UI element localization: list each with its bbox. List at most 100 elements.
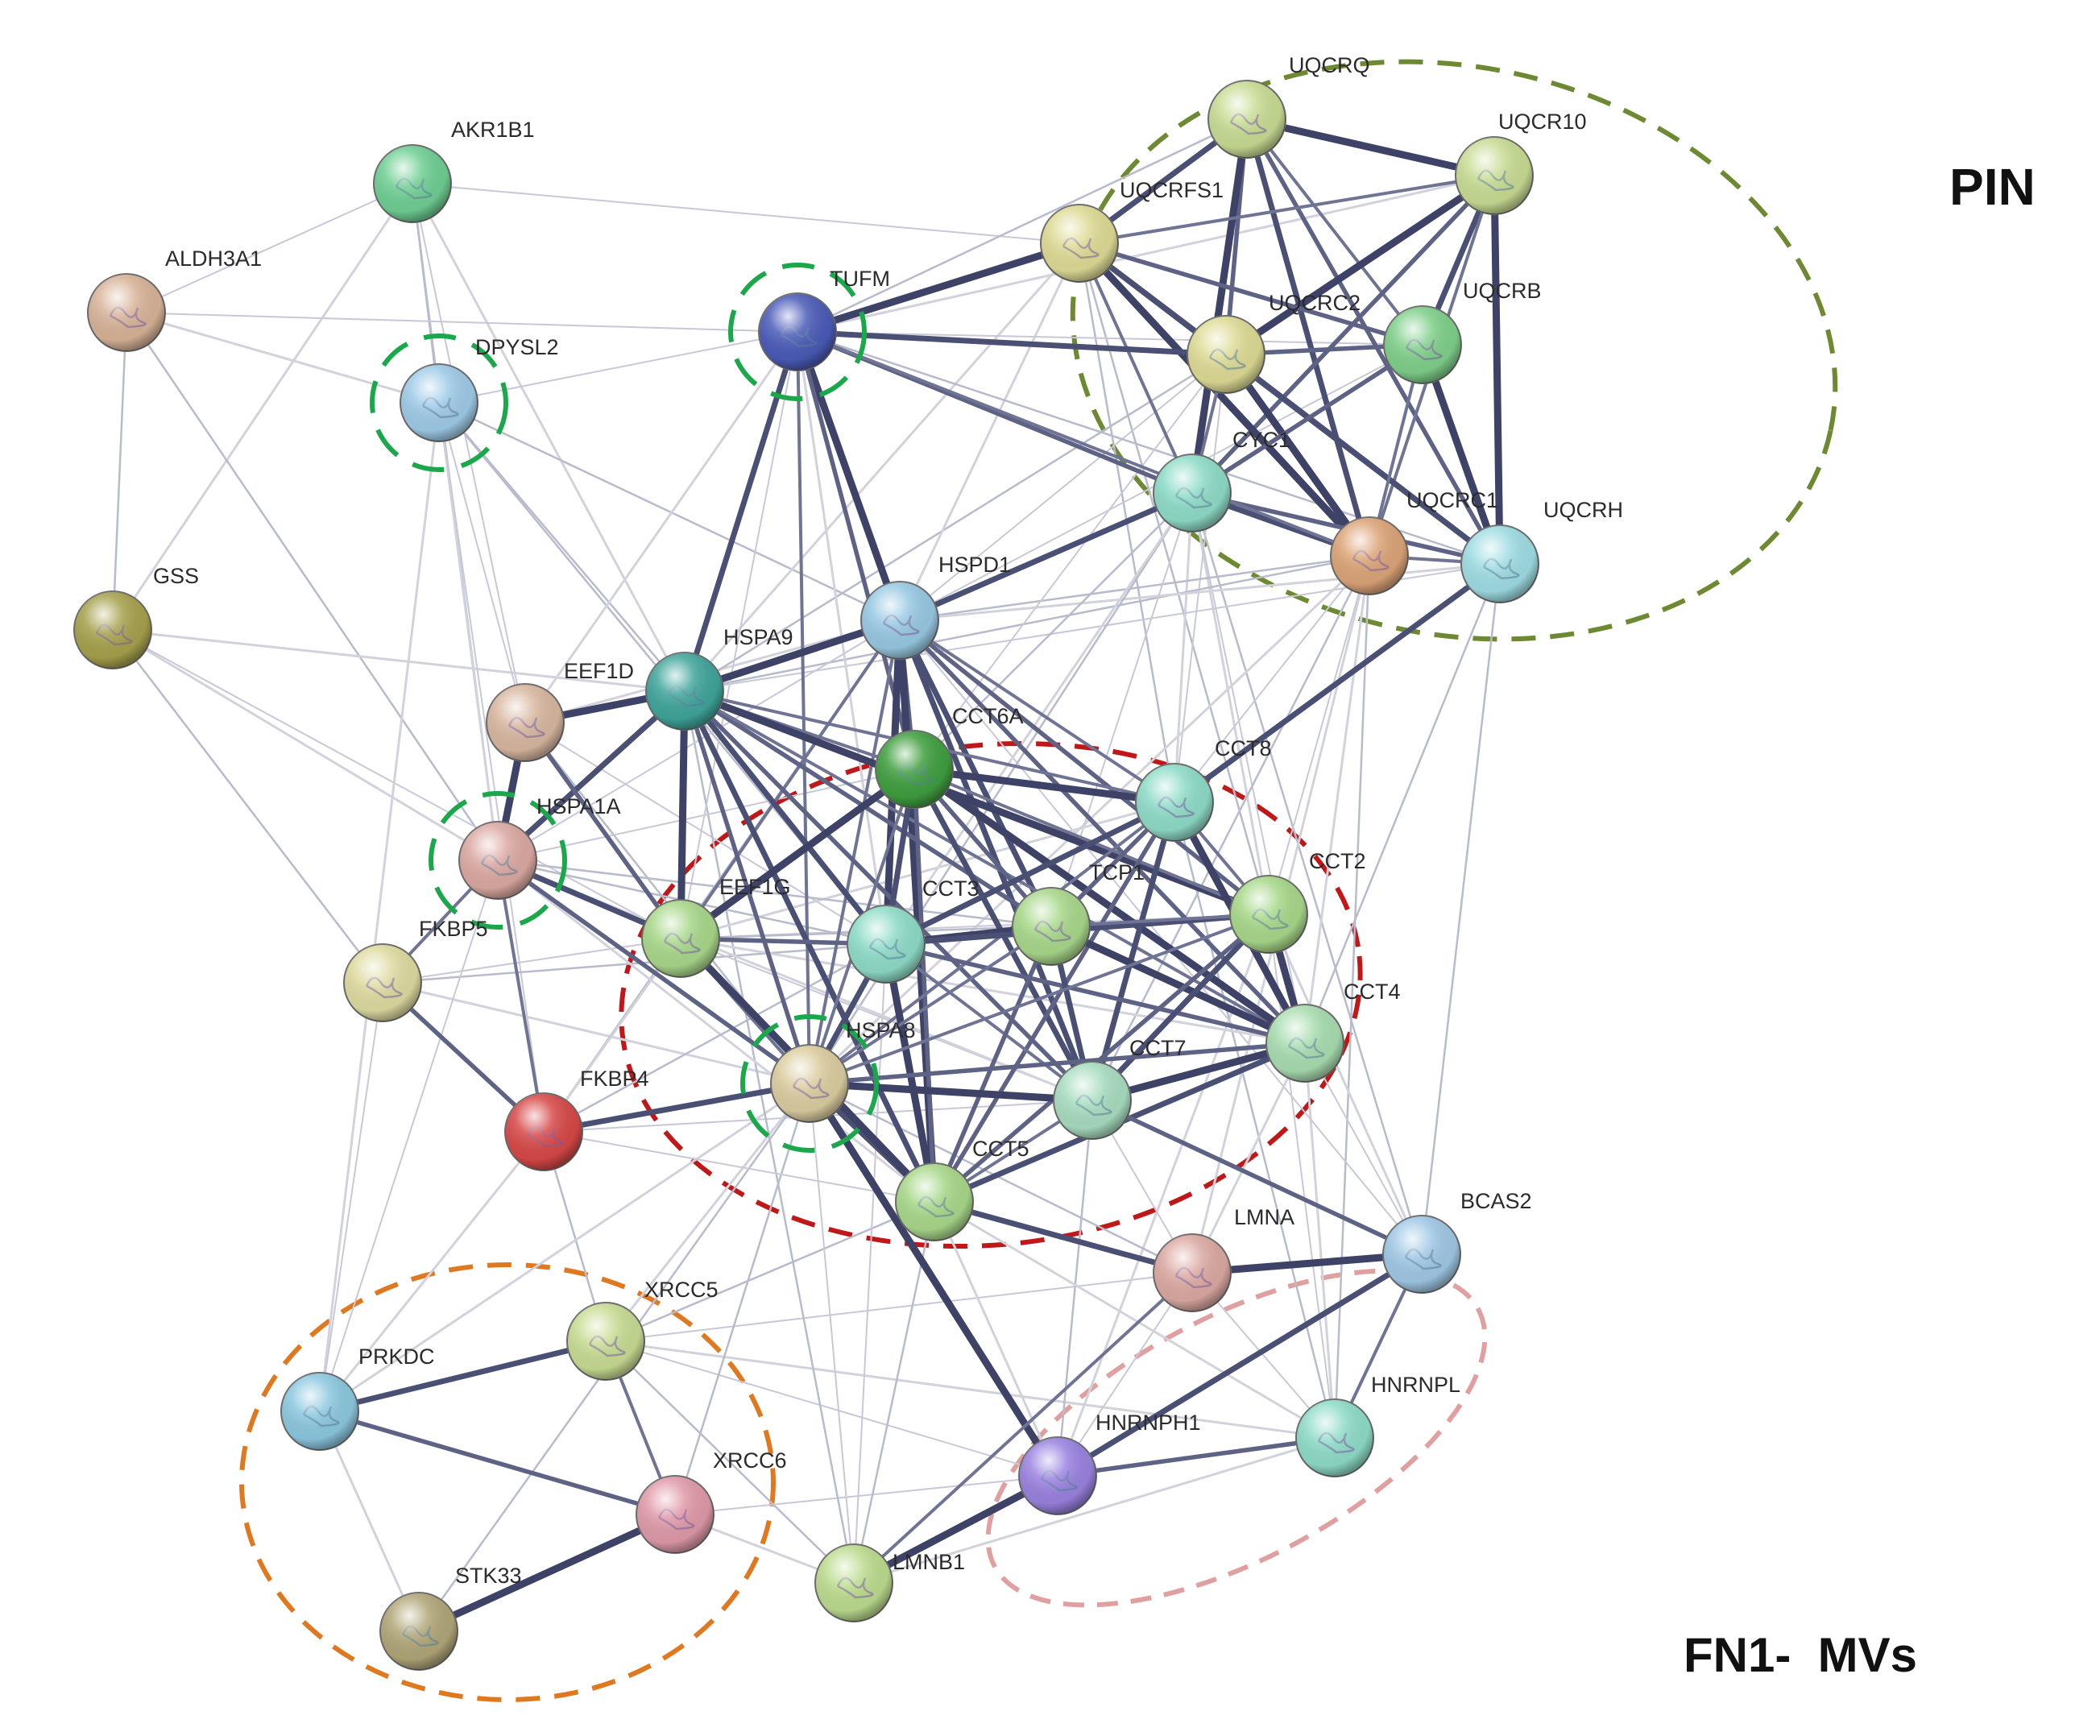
- node-fkbp4[interactable]: FKBP4: [504, 1067, 649, 1171]
- node-uqcr10[interactable]: UQCR10: [1455, 110, 1587, 215]
- weak-edge-aldh3a1-dpysl2: [125, 311, 441, 404]
- weak-edge-xrcc5-lmna: [605, 1272, 1193, 1342]
- weak-edge-lmnb1-hspa9: [683, 690, 855, 1585]
- node-label: HNRNPH1: [1096, 1411, 1201, 1435]
- node-cct2[interactable]: CCT2: [1229, 849, 1366, 954]
- weak-edge-xrcc5-hnrnph1: [605, 1340, 1058, 1477]
- node-uqcrfs1[interactable]: UQCRFS1: [1040, 178, 1224, 283]
- node-cct8[interactable]: CCT8: [1135, 736, 1272, 842]
- edge-cct6a-cct5: [912, 767, 937, 1204]
- node-aldh3a1[interactable]: ALDH3A1: [87, 247, 262, 352]
- node-tufm[interactable]: TUFM: [758, 267, 890, 371]
- node-gloss: [815, 1544, 893, 1622]
- node-cct3[interactable]: CCT3: [847, 876, 980, 984]
- node-gloss: [876, 731, 953, 808]
- node-uqcrb[interactable]: UQCRB: [1383, 279, 1542, 384]
- node-hspd1[interactable]: HSPD1: [860, 553, 1011, 660]
- weak-edge-gss-eef1g: [112, 629, 681, 939]
- node-lmna[interactable]: LMNA: [1153, 1205, 1294, 1312]
- node-gloss: [1461, 525, 1539, 603]
- weak-edge-cct8-cyc1: [1173, 491, 1194, 804]
- node-hnrnpl[interactable]: HNRNPL: [1295, 1373, 1460, 1477]
- node-gss[interactable]: GSS: [73, 564, 199, 669]
- node-cct5[interactable]: CCT5: [895, 1137, 1029, 1241]
- weak-edge-tufm-eef1g: [680, 331, 798, 939]
- node-label: FKBP5: [419, 917, 488, 941]
- edge-uqcr10-cyc1: [1190, 173, 1497, 495]
- node-eef1g[interactable]: EEF1G: [641, 875, 791, 978]
- weak-edge-cct2-cyc1: [1191, 491, 1270, 916]
- node-bcas2[interactable]: BCAS2: [1382, 1189, 1532, 1294]
- weak-edge-hnrnph1-lmna: [1057, 1272, 1193, 1477]
- edge-hspd1-cct8: [898, 619, 1176, 804]
- node-label: XRCC5: [644, 1278, 719, 1302]
- node-eef1d[interactable]: EEF1D: [486, 659, 634, 762]
- node-stk33[interactable]: STK33: [379, 1564, 522, 1671]
- node-label: CCT5: [972, 1137, 1029, 1161]
- weak-edge-cct2-uqcrc1: [1268, 555, 1370, 915]
- weak-edge-cct6a-uqcrc2: [913, 354, 1227, 770]
- node-uqcrq[interactable]: UQCRQ: [1207, 53, 1370, 159]
- node-hspa9[interactable]: HSPA9: [645, 625, 793, 731]
- node-hnrnph1[interactable]: HNRNPH1: [1018, 1411, 1201, 1515]
- weak-edge-lmna-cct4: [1191, 1042, 1307, 1274]
- node-hspa8[interactable]: HSPA8: [770, 1018, 916, 1123]
- edge-uqcr10-uqcrh: [1490, 172, 1504, 568]
- node-prkdc[interactable]: PRKDC: [280, 1344, 435, 1451]
- node-gloss: [771, 1045, 848, 1122]
- node-uqcrh[interactable]: UQCRH: [1460, 498, 1623, 603]
- node-uqcrc2[interactable]: UQCRC2: [1187, 291, 1361, 394]
- node-label: HSPD1: [938, 553, 1011, 577]
- node-label: CCT7: [1129, 1036, 1187, 1060]
- node-gloss: [759, 293, 836, 371]
- node-dpysl2[interactable]: DPYSL2: [400, 335, 559, 442]
- weak-edge-eef1d-cct3: [524, 722, 887, 945]
- node-xrcc5[interactable]: XRCC5: [566, 1278, 719, 1381]
- node-cct6a[interactable]: CCT6A: [875, 704, 1024, 809]
- weak-edge-eef1d-tufm: [524, 330, 799, 724]
- node-akr1b1[interactable]: AKR1B1: [373, 118, 535, 223]
- node-cyc1[interactable]: CYC1: [1153, 428, 1290, 532]
- node-tcp1[interactable]: TCP1: [1012, 860, 1145, 966]
- node-gloss: [505, 1093, 582, 1170]
- edge-hspd1-eef1g: [679, 619, 901, 940]
- node-gloss: [1154, 1234, 1231, 1311]
- node-uqcrc1[interactable]: UQCRC1: [1330, 488, 1498, 595]
- weak-edge-hnrnpl-cct4: [1303, 1042, 1336, 1440]
- dna-repair-cluster-outline: [239, 1262, 776, 1702]
- node-fkbp5[interactable]: FKBP5: [343, 917, 488, 1022]
- node-cct7[interactable]: CCT7: [1053, 1036, 1187, 1140]
- node-gloss: [1208, 81, 1286, 158]
- node-label: DPYSL2: [475, 335, 559, 359]
- node-label: HSPA1A: [536, 794, 621, 818]
- edge-hspa9-hspa1a: [495, 688, 688, 864]
- edge-tcp1-cct5: [932, 924, 1054, 1204]
- node-label: UQCRFS1: [1120, 178, 1224, 202]
- node-gloss: [1041, 205, 1118, 282]
- node-label: BCAS2: [1460, 1189, 1532, 1213]
- rna-binding-cluster-outline: [985, 1268, 1488, 1608]
- edge-cct2-cct7: [1089, 911, 1272, 1104]
- edge-cct7-bcas2: [1090, 1098, 1424, 1257]
- node-gloss: [1054, 1062, 1131, 1139]
- node-label: FKBP4: [580, 1067, 649, 1091]
- weak-edge-dpysl2-hspa1a: [437, 401, 499, 862]
- weak-edge-cct4-uqcrc1: [1303, 554, 1371, 1045]
- weak-edge-akr1b1-aldh3a1: [126, 183, 413, 313]
- node-cct4[interactable]: CCT4: [1265, 980, 1401, 1083]
- node-label: TUFM: [830, 267, 890, 291]
- node-label: UQCRB: [1463, 279, 1542, 303]
- node-gloss: [1013, 888, 1090, 965]
- edge-cct5-lmna: [931, 1199, 1195, 1276]
- node-hspa1a[interactable]: HSPA1A: [458, 794, 621, 900]
- weak-edge-dpysl2-hspd1: [437, 401, 901, 622]
- node-gloss: [1296, 1399, 1373, 1477]
- node-label: GSS: [153, 564, 199, 588]
- weak-edge-eef1g-cct8: [679, 801, 1176, 940]
- node-xrcc6[interactable]: XRCC6: [636, 1448, 787, 1554]
- weak-edge-hspa9-uqcrc1: [683, 554, 1371, 693]
- node-lmnb1[interactable]: LMNB1: [814, 1543, 965, 1622]
- weak-edge-fkbp5-prkdc: [319, 982, 383, 1412]
- node-gloss: [374, 145, 451, 222]
